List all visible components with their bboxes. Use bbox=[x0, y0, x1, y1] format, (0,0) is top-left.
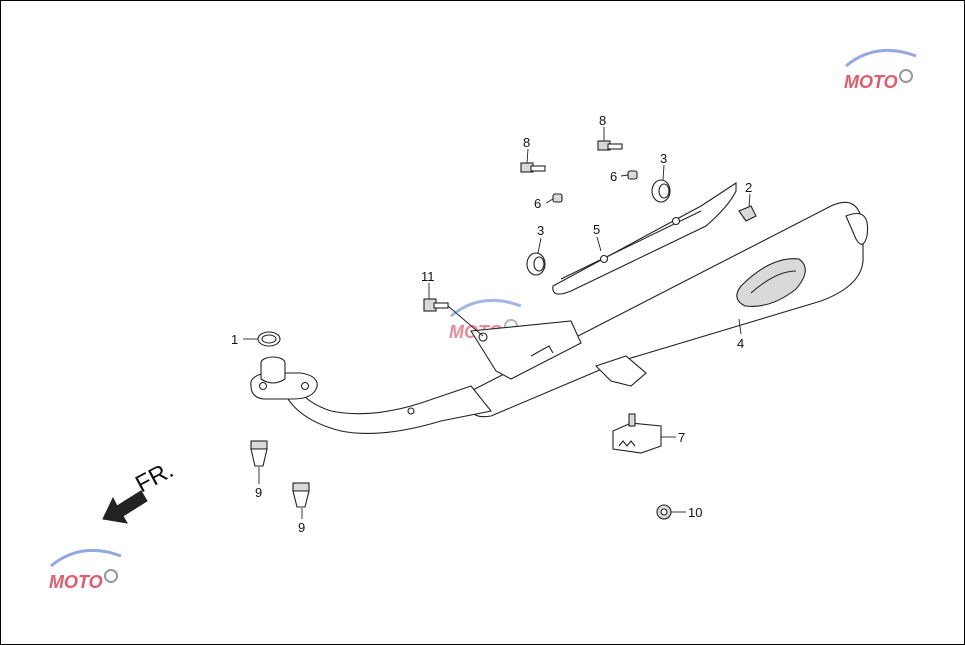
callout-7: 7 bbox=[678, 430, 685, 445]
exhaust-head-pipe bbox=[285, 385, 492, 434]
washer-b bbox=[651, 179, 671, 203]
cap-nut-b bbox=[292, 482, 310, 508]
bolt-a bbox=[520, 162, 546, 173]
muffler-assembly bbox=[250, 201, 869, 434]
callout-9: 9 bbox=[255, 485, 262, 500]
rubber-mount bbox=[612, 413, 662, 454]
front-direction-indicator: FR. bbox=[102, 456, 178, 524]
heat-shield bbox=[552, 181, 737, 295]
callout-5: 5 bbox=[593, 222, 600, 237]
watermark-text: MOTO bbox=[844, 72, 898, 92]
callout-11: 11 bbox=[421, 269, 435, 284]
muffler-mount-bracket bbox=[470, 320, 582, 380]
front-label: FR. bbox=[131, 456, 178, 498]
watermark-bottom-left: MOTO bbox=[49, 548, 122, 592]
muffler-end-cap bbox=[845, 212, 869, 245]
clip bbox=[738, 205, 757, 222]
callout-3: 3 bbox=[537, 223, 544, 238]
collar-a bbox=[552, 193, 563, 203]
collar-b bbox=[627, 170, 638, 180]
callout-4: 4 bbox=[737, 336, 744, 351]
callout-10: 10 bbox=[688, 505, 702, 520]
callout-1: 1 bbox=[231, 332, 238, 347]
bolt-long bbox=[423, 298, 484, 337]
callout-3: 3 bbox=[660, 151, 667, 166]
callout-9: 9 bbox=[298, 520, 305, 535]
bolt-b bbox=[597, 140, 623, 151]
callout-8: 8 bbox=[523, 135, 530, 150]
gasket bbox=[257, 331, 281, 347]
watermark-text: MOTO bbox=[49, 572, 103, 592]
callout-6: 6 bbox=[534, 196, 541, 211]
flange-nut bbox=[656, 504, 672, 520]
callout-6: 6 bbox=[610, 169, 617, 184]
watermark-top-right: MOTO bbox=[844, 48, 917, 92]
muffler-lower-hanger bbox=[594, 355, 647, 387]
muffler-oval-vent bbox=[736, 258, 806, 307]
washer-a bbox=[526, 252, 546, 276]
cap-nut-a bbox=[250, 440, 268, 467]
front-arrow-icon bbox=[102, 490, 148, 524]
callout-8: 8 bbox=[599, 113, 606, 128]
callout-2: 2 bbox=[745, 180, 752, 195]
